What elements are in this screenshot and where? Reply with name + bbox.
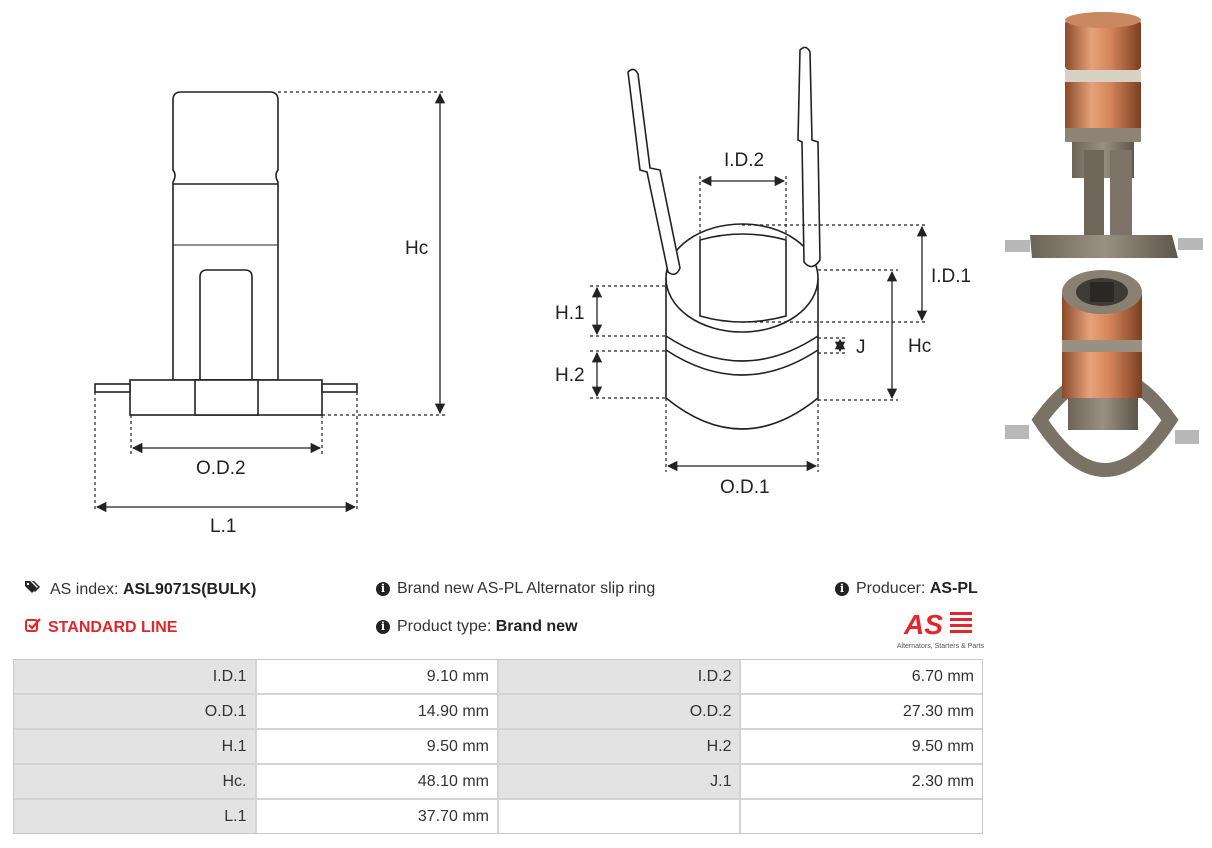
producer: i Producer: AS-PL [835, 580, 978, 598]
spec-table: I.D.1 9.10 mm I.D.2 6.70 mm O.D.1 14.90 … [13, 659, 983, 834]
spec-label: I.D.2 [498, 660, 742, 695]
spec-value: 27.30 mm [741, 695, 982, 730]
spec-label: H.1 [14, 730, 257, 765]
label-h1: H.1 [555, 303, 585, 324]
table-row: H.1 9.50 mm H.2 9.50 mm [14, 730, 982, 765]
info-circle-icon: i [376, 620, 390, 634]
producer-value: AS-PL [929, 580, 978, 597]
check-square-icon [25, 618, 41, 637]
side-view-drawing: Hc O.D.2 L.1 [94, 91, 446, 537]
spec-label-empty [498, 800, 742, 833]
spec-value: 9.50 mm [256, 730, 499, 765]
standard-line: STANDARD LINE [25, 618, 177, 637]
spec-value-empty [741, 800, 982, 833]
label-hc-right: Hc [908, 336, 931, 357]
spec-value: 9.50 mm [741, 730, 982, 765]
label-od1: O.D.1 [720, 477, 770, 498]
product-type-label: Product type: [397, 618, 492, 635]
table-row: Hc. 48.10 mm J.1 2.30 mm [14, 765, 982, 800]
spec-value: 9.10 mm [256, 660, 499, 695]
spec-label: Hc. [14, 765, 257, 800]
product-type-value: Brand new [495, 618, 578, 635]
spec-value: 6.70 mm [741, 660, 982, 695]
as-index-label: AS index: [50, 580, 119, 598]
product-type: i Product type: Brand new [376, 618, 578, 636]
spec-label: O.D.1 [14, 695, 257, 730]
spec-label: O.D.2 [498, 695, 742, 730]
label-j: J [856, 337, 866, 358]
info-circle-icon: i [835, 582, 849, 596]
info-circle-icon: i [376, 582, 390, 596]
description: i Brand new AS-PL Alternator slip ring [376, 580, 655, 598]
spec-label: I.D.1 [14, 660, 257, 695]
label-id2: I.D.2 [724, 150, 764, 171]
table-row: I.D.1 9.10 mm I.D.2 6.70 mm [14, 660, 982, 695]
tags-icon [25, 580, 43, 599]
standard-line-label: STANDARD LINE [48, 618, 178, 636]
label-id1: I.D.1 [931, 266, 971, 287]
producer-label: Producer: [856, 580, 926, 597]
table-row: O.D.1 14.90 mm O.D.2 27.30 mm [14, 695, 982, 730]
spec-value: 2.30 mm [741, 765, 982, 800]
spec-label: L.1 [14, 800, 257, 833]
spec-label: H.2 [498, 730, 742, 765]
logo-mark: AS [903, 609, 943, 638]
spec-value: 37.70 mm [256, 800, 499, 833]
spec-value: 48.10 mm [256, 765, 499, 800]
table-row: L.1 37.70 mm [14, 800, 982, 833]
label-h2: H.2 [555, 365, 585, 386]
label-od2: O.D.2 [196, 458, 246, 479]
ring-view-drawing: I.D.2 I.D.1 H.1 H.2 J Hc O.D.1 [555, 46, 971, 498]
spec-value: 14.90 mm [256, 695, 499, 730]
as-index: AS index: ASL9071S(BULK) [25, 580, 256, 599]
product-photo [1005, 12, 1203, 477]
as-index-value: ASL9071S(BULK) [122, 580, 257, 598]
label-hc-left: Hc [405, 238, 428, 259]
spec-label: J.1 [498, 765, 742, 800]
description-text: Brand new AS-PL Alternator slip ring [397, 580, 656, 597]
logo-tagline: Alternators, Starters & Parts [896, 643, 984, 650]
as-pl-logo: AS Alternators, Starters & Parts [888, 608, 984, 650]
label-l1: L.1 [210, 516, 236, 537]
